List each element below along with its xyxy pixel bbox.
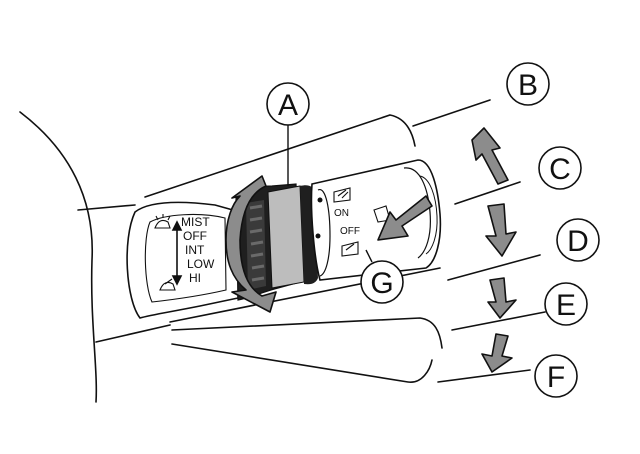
callout-g-letter: G: [370, 267, 393, 300]
callout-c-letter: C: [549, 153, 571, 186]
arrow-down-c: [485, 203, 517, 257]
wiper-position-int: INT: [185, 243, 205, 257]
callout-d: D: [556, 218, 600, 262]
push-arrow: [377, 195, 433, 241]
wiper-position-low: LOW: [187, 257, 215, 271]
callout-b-letter: B: [518, 69, 538, 102]
wiper-position-hi: HI: [189, 271, 201, 285]
callout-b: B: [506, 62, 550, 106]
rotation-arrow: [225, 175, 277, 313]
arrow-down-f: [481, 333, 513, 373]
wiper-position-labels: MIST OFF INT LOW HI: [181, 215, 215, 285]
callout-a-letter: A: [278, 89, 298, 122]
arrow-down-d: [487, 277, 517, 319]
callout-f-letter: F: [547, 361, 565, 394]
washer-off-label: OFF: [340, 226, 360, 237]
stalk-body-outline: [144, 99, 546, 383]
callout-c: C: [538, 146, 582, 190]
washer-on-icon: [333, 187, 351, 203]
callout-e: E: [544, 282, 588, 326]
callout-d-letter: D: [567, 225, 589, 258]
callout-g: G: [360, 260, 404, 304]
direction-arrows: [471, 127, 517, 373]
wiper-position-mist: MIST: [181, 215, 210, 229]
steering-column-outline: [19, 111, 171, 403]
position-arrow: [171, 220, 183, 286]
callout-e-letter: E: [556, 289, 576, 322]
washer-on-label: ON: [334, 208, 349, 219]
wiper-position-off: OFF: [183, 229, 207, 243]
wiper-mist-icon: [154, 214, 171, 229]
arrow-up: [471, 127, 509, 185]
wiper-hi-icon: [159, 278, 176, 291]
stalk-end-cap: [126, 201, 241, 319]
callout-a: A: [266, 82, 310, 126]
callout-f: F: [534, 354, 578, 398]
callout-leaders: [287, 124, 373, 263]
washer-off-icon: [341, 241, 359, 257]
